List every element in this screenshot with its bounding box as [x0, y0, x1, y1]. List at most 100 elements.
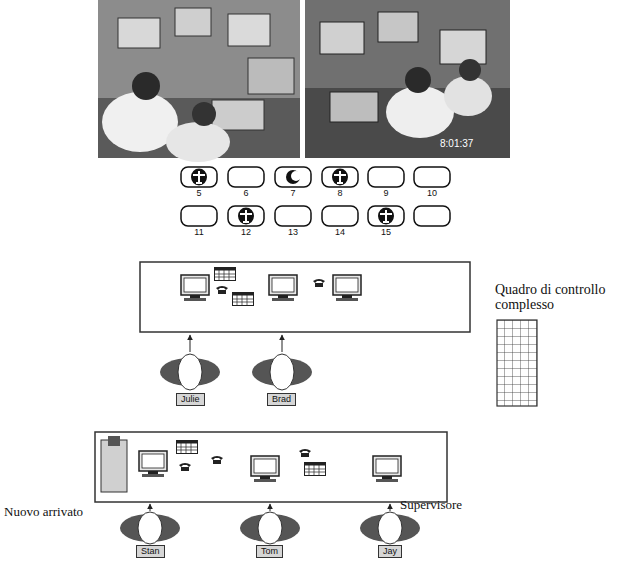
- moon-icon: [286, 170, 301, 184]
- gaze-arrow: [270, 504, 271, 511]
- gaze-arrow: [150, 504, 151, 511]
- strip-slot: [368, 206, 404, 226]
- photo: [305, 0, 510, 158]
- phone-icon: [179, 463, 191, 471]
- cabinet-top: [108, 436, 120, 446]
- slot-number: 7: [275, 189, 311, 199]
- calendar-icon: [304, 463, 326, 477]
- slot-number: 10: [414, 189, 450, 199]
- person-head: [192, 102, 216, 126]
- strip-slot: [414, 167, 450, 187]
- slot-number: 6: [228, 189, 264, 199]
- operator-head: [258, 512, 282, 544]
- slot-number: 12: [228, 228, 264, 238]
- monitor: [212, 100, 264, 130]
- strip-slot: [228, 167, 264, 187]
- computer-icon: [251, 456, 279, 482]
- strip-slot: [322, 206, 358, 226]
- name-tag: Stan: [136, 545, 165, 558]
- slot-number: 8: [322, 189, 358, 199]
- strip-slot: [181, 167, 217, 187]
- strip-slot: [181, 206, 217, 226]
- person: [386, 86, 454, 138]
- monitor: [118, 18, 160, 48]
- name-text: Brad: [272, 394, 291, 405]
- computer-icon: [373, 456, 401, 482]
- operator-figure: [252, 354, 312, 390]
- slot-number: 14: [322, 228, 358, 238]
- gaze-arrow: [190, 335, 191, 352]
- calendar-icon: [232, 293, 254, 307]
- strip-slot: [322, 167, 358, 187]
- gaze-arrow: [390, 504, 391, 511]
- phone-icon: [211, 456, 223, 464]
- cabinet: [101, 440, 127, 492]
- operator-figure: [160, 354, 220, 390]
- phone-icon: [216, 286, 228, 294]
- strip-slot: [414, 206, 450, 226]
- name-tag: Brad: [267, 393, 296, 406]
- plane-icon: [191, 169, 207, 186]
- photo-timestamp: 8:01:37: [440, 138, 506, 149]
- photo: [98, 0, 300, 162]
- plane-icon: [238, 208, 254, 225]
- phone-icon: [313, 279, 325, 287]
- strip-slot: [228, 206, 264, 226]
- gaze-arrow: [282, 335, 283, 352]
- person-head: [405, 67, 431, 93]
- plane-icon: [332, 169, 348, 186]
- computer-icon: [181, 275, 209, 301]
- desk-panel: [95, 432, 447, 502]
- name-text: Julie: [181, 394, 200, 405]
- control-board: [497, 320, 537, 406]
- operator-figure: [360, 512, 420, 544]
- name-tag: Julie: [176, 393, 205, 406]
- computer-icon: [269, 275, 297, 301]
- monitor: [175, 8, 211, 36]
- slot-number: 13: [275, 228, 311, 238]
- name-tag: Tom: [256, 545, 283, 558]
- operator-head: [138, 512, 162, 544]
- monitor: [330, 92, 378, 122]
- role-label: Nuovo arrivato: [4, 505, 114, 519]
- operator-head: [270, 354, 294, 390]
- strip-slot: [368, 167, 404, 187]
- person-head: [132, 72, 160, 100]
- monitor: [248, 58, 294, 94]
- photo-ground: [305, 0, 510, 158]
- name-text: Stan: [141, 546, 160, 557]
- calendar-icon: [176, 441, 198, 455]
- monitor: [228, 14, 270, 46]
- strip-slot: [275, 206, 311, 226]
- calendar-icon: [214, 268, 236, 282]
- name-tag: Jay: [378, 545, 402, 558]
- person-head: [459, 59, 481, 81]
- slot-number: 9: [368, 189, 404, 199]
- computer-icon: [333, 275, 361, 301]
- slot-number: 11: [181, 228, 217, 238]
- board-caption: Quadro di controllo complesso: [495, 282, 625, 313]
- monitor: [440, 30, 486, 64]
- name-text: Tom: [261, 546, 278, 557]
- slot-number: 5: [181, 189, 217, 199]
- operator-head: [178, 354, 202, 390]
- name-text: Jay: [383, 546, 397, 557]
- phone-icon: [299, 449, 311, 457]
- operator-figure: [120, 512, 180, 544]
- person: [166, 122, 230, 162]
- computer-icon: [139, 451, 167, 477]
- monitor: [378, 12, 418, 42]
- plane-icon: [378, 208, 394, 225]
- slot-number: 15: [368, 228, 404, 238]
- person: [444, 76, 492, 116]
- monitor: [320, 22, 364, 54]
- operator-head: [378, 512, 402, 544]
- operator-figure: [240, 512, 300, 544]
- strip-slot: [275, 167, 311, 187]
- desk-panel: [140, 262, 470, 332]
- flight-strip: [181, 167, 450, 226]
- role-label: Supervisore: [400, 498, 500, 512]
